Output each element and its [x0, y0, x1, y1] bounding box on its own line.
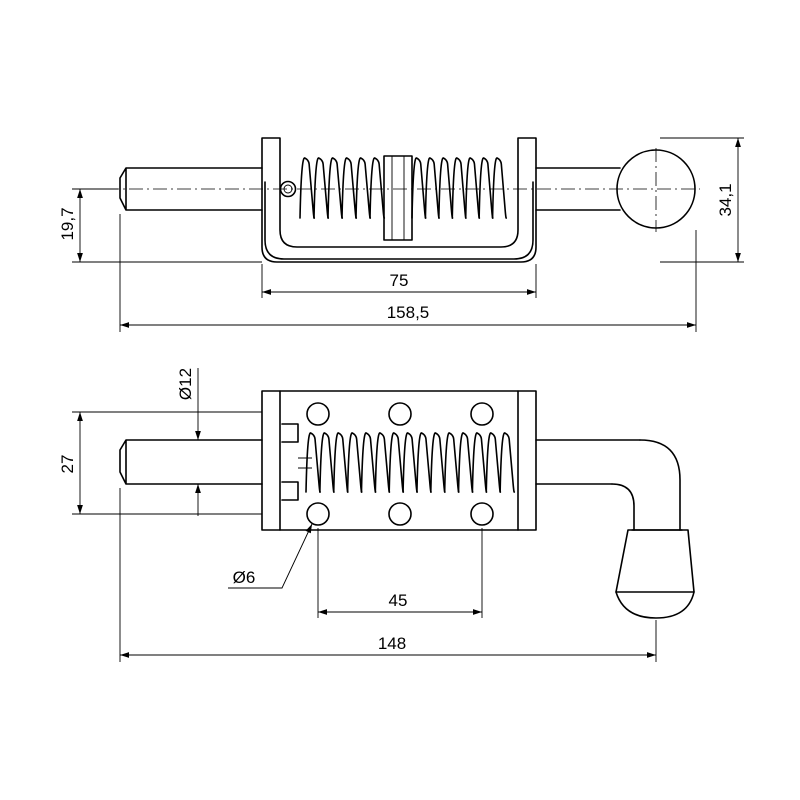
- dim-34-1-label: 34,1: [716, 183, 735, 216]
- top-view: 19,7 34,1 75 158,5: [58, 137, 744, 332]
- bottom-spring-coil: [305, 432, 321, 493]
- dim-d6-label: Ø6: [233, 568, 256, 587]
- dim-d6-leader: [228, 523, 313, 589]
- bottom-handle-grip-cap: [615, 591, 695, 619]
- top-spring-left-coil: [369, 157, 386, 219]
- bottom-spring-coil: [388, 432, 405, 493]
- dim-d12-label: Ø12: [176, 368, 195, 400]
- bottom-spring-coil: [485, 432, 502, 493]
- bottom-handle-bend: [611, 439, 681, 531]
- bottom-spring-coil: [457, 432, 474, 493]
- top-spring-left-coil: [355, 157, 372, 219]
- mounting-hole: [470, 402, 494, 426]
- mounting-hole: [306, 502, 330, 526]
- bottom-spring-coil: [319, 432, 335, 493]
- top-spring-left-coil: [327, 157, 344, 219]
- top-bracket-inner: [264, 181, 534, 260]
- bottom-spring-coil: [346, 432, 363, 493]
- bottom-spring-coil: [443, 432, 460, 493]
- top-spring-right-coil: [491, 157, 508, 219]
- bottom-spring-coil: [499, 432, 516, 493]
- bottom-handle-grip: [615, 529, 695, 593]
- top-pin-rod: [119, 167, 263, 211]
- dim-27-label: 27: [58, 455, 77, 474]
- bottom-spring-coil: [332, 432, 349, 493]
- top-rod-right: [535, 167, 621, 211]
- bottom-spring-coil: [416, 432, 432, 493]
- top-spring-right-coil: [464, 157, 481, 219]
- mounting-hole: [470, 502, 494, 526]
- top-spring-left-coil: [313, 157, 330, 219]
- bottom-spring: [305, 432, 516, 493]
- dim-75-label: 75: [390, 271, 409, 290]
- top-spring-right-coil: [424, 157, 440, 219]
- bottom-spring-stop: [281, 423, 299, 501]
- bottom-extension-lines: [72, 411, 657, 662]
- bottom-holes: [306, 402, 494, 526]
- dim-148-label: 148: [378, 634, 406, 653]
- bottom-pin-rod: [119, 439, 263, 485]
- bottom-plate: [261, 390, 537, 531]
- bottom-rod-right: [535, 439, 641, 485]
- bottom-view: Ø12 27 Ø6 45 148: [58, 368, 695, 662]
- top-spring-right-coil: [411, 157, 427, 219]
- top-spring: [299, 157, 508, 219]
- top-spring-right-coil: [451, 157, 467, 219]
- bottom-spring-coil: [430, 432, 446, 493]
- bottom-spring-coil: [402, 432, 419, 493]
- top-spring-left-coil: [299, 157, 316, 219]
- top-spring-left-coil: [341, 157, 358, 219]
- top-spring-right-coil: [438, 157, 454, 219]
- bottom-rod-through: [298, 457, 312, 469]
- mounting-hole: [388, 502, 412, 526]
- mounting-hole: [388, 402, 412, 426]
- top-spring-right-coil: [478, 157, 494, 219]
- top-bracket-outer: [261, 137, 537, 263]
- mounting-hole: [306, 402, 330, 426]
- bottom-spring-coil: [374, 432, 391, 493]
- dim-45-label: 45: [389, 591, 408, 610]
- top-extension-lines: [72, 137, 744, 332]
- bottom-spring-coil: [360, 432, 377, 493]
- dim-158-5-label: 158,5: [387, 303, 430, 322]
- bottom-spring-coil: [471, 432, 488, 493]
- top-collar: [383, 155, 413, 241]
- top-collar-pin: [391, 155, 405, 241]
- dim-19-7-label: 19,7: [58, 207, 77, 240]
